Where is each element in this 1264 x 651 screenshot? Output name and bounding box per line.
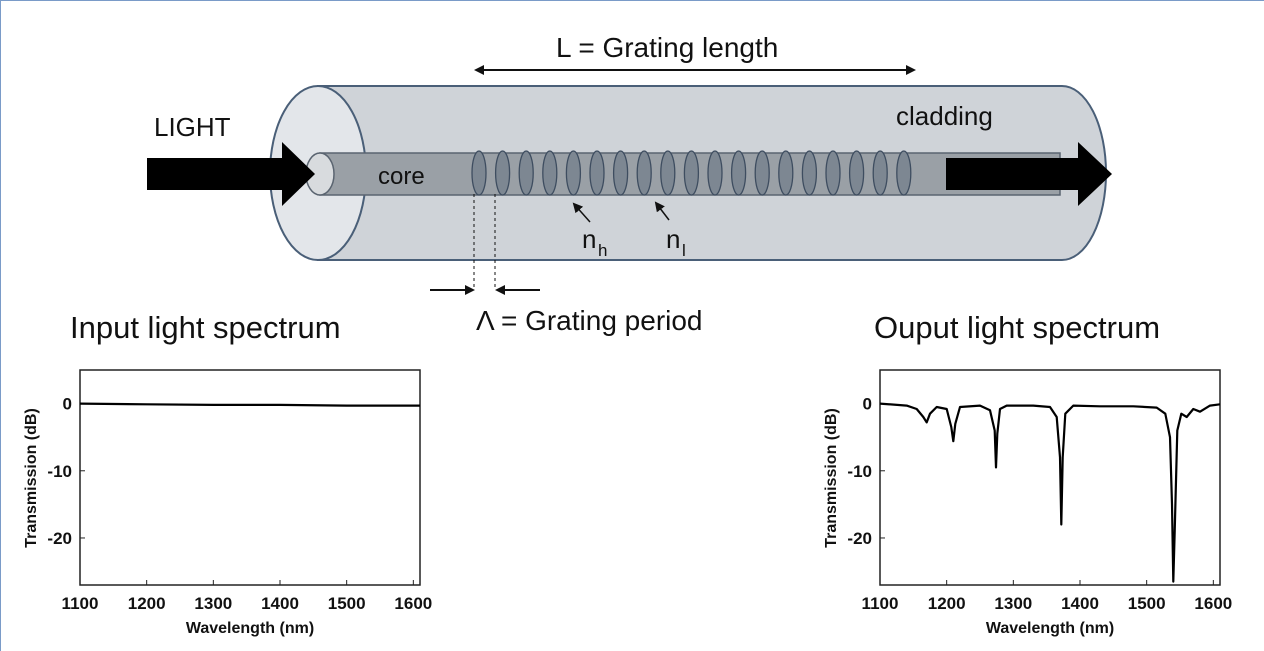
nl-label: n l [666, 224, 686, 260]
x-tick-label: 1200 [928, 594, 966, 613]
nh-label: n h [582, 224, 607, 260]
grating-plane [542, 150, 558, 196]
grating-plane [825, 150, 841, 196]
x-tick-label: 1400 [261, 594, 299, 613]
x-tick-label: 1300 [194, 594, 232, 613]
light-label: LIGHT [154, 112, 231, 142]
input-light-arrow [147, 142, 315, 206]
x-axis-label: Wavelength (nm) [186, 620, 314, 637]
x-tick-label: 1400 [1061, 594, 1099, 613]
svg-text:n: n [666, 224, 680, 254]
grating-planes [471, 150, 912, 196]
y-tick-label: -20 [847, 529, 872, 548]
plot-frame [879, 369, 1221, 586]
x-tick-label: 1200 [128, 594, 166, 613]
grating-plane [612, 150, 629, 196]
grating-plane [872, 150, 888, 196]
grating-plane [518, 150, 534, 196]
y-tick-label: 0 [63, 395, 72, 414]
x-tick-label: 1100 [62, 594, 99, 613]
output-spectrum-chart: Ouput light spectrum 0 -10 -20 1100 1200 1300 1… [823, 310, 1232, 637]
grating-period-label: Λ = Grating period [476, 305, 703, 336]
grating-plane [589, 150, 605, 196]
svg-text:l: l [682, 241, 686, 260]
y-axis-label: Transmission (dB) [23, 408, 40, 548]
y-tick-label: -20 [47, 529, 72, 548]
y-tick-label: 0 [863, 395, 872, 414]
chart-title: Input light spectrum [70, 310, 341, 345]
grating-length-label: L = Grating length [556, 32, 778, 63]
grating-plane [896, 150, 912, 196]
grating-plane [848, 150, 865, 196]
output-light-arrow [946, 142, 1112, 206]
grating-plane [471, 150, 487, 196]
x-tick-label: 1500 [328, 594, 366, 613]
x-tick-label: 1300 [994, 594, 1032, 613]
y-tick-label: -10 [47, 462, 72, 481]
grating-plane [494, 150, 511, 196]
plot-frame [79, 369, 421, 586]
cladding-label: cladding [896, 101, 993, 131]
x-tick-label: 1600 [394, 594, 432, 613]
input-spectrum-chart: Input light spectrum 0 -10 -20 1100 1200 1300 1… [23, 310, 432, 637]
y-tick-label: -10 [847, 462, 872, 481]
spectrum-line [79, 402, 420, 407]
grating-plane [730, 150, 747, 196]
nl-pointer-arrow [654, 201, 670, 221]
grating-plane [707, 150, 723, 196]
core-label: core [378, 163, 425, 190]
grating-plane [683, 150, 700, 196]
svg-text:n: n [582, 224, 596, 254]
grating-plane [636, 150, 652, 196]
nh-pointer-arrow [572, 202, 591, 223]
chart-title: Ouput light spectrum [874, 310, 1160, 345]
spectrum-line [879, 402, 1221, 583]
svg-text:h: h [598, 241, 607, 260]
x-tick-label: 1100 [862, 594, 899, 613]
x-tick-label: 1600 [1194, 594, 1232, 613]
y-axis-label: Transmission (dB) [823, 408, 840, 548]
grating-plane [801, 150, 818, 196]
grating-plane [660, 150, 676, 196]
grating-plane [754, 150, 770, 196]
grating-plane [565, 150, 582, 196]
x-tick-label: 1500 [1128, 594, 1166, 613]
grating-plane [778, 150, 794, 196]
x-axis-label: Wavelength (nm) [986, 620, 1114, 637]
